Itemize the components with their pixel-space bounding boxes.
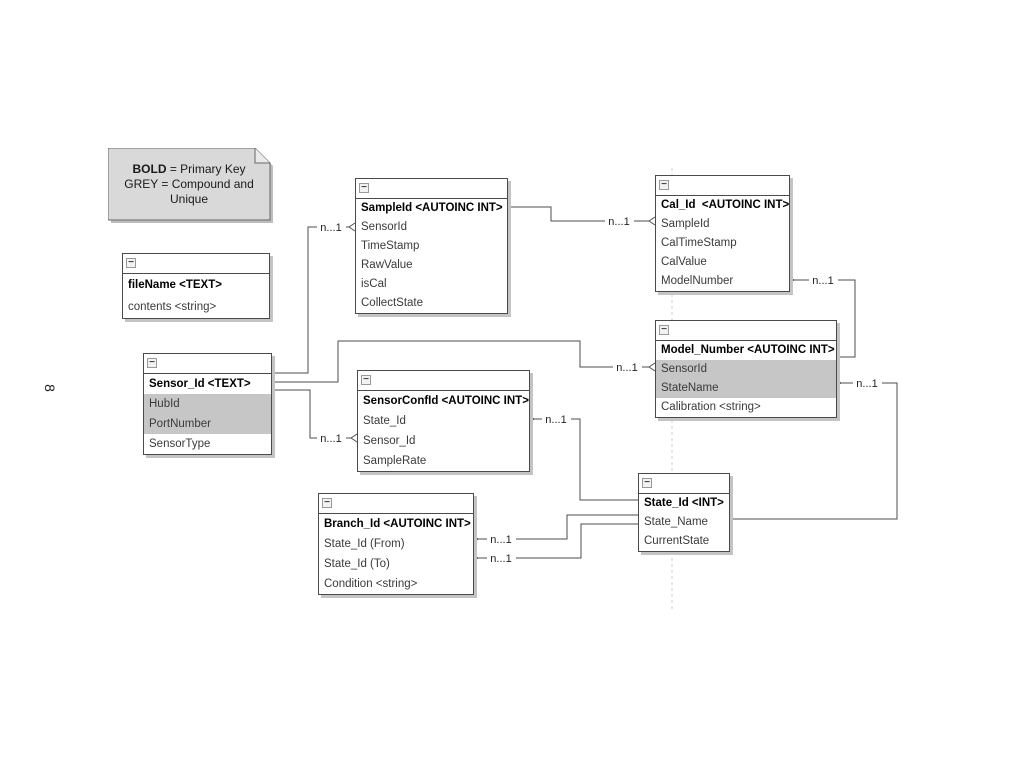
legend-note[interactable]: BOLD = Primary Key GREY = Compound and U…: [107, 147, 274, 224]
connector-calconf-to-state[interactable]: n...1: [728, 376, 898, 520]
field-row[interactable]: CollectState: [361, 297, 424, 309]
arrowhead: [648, 216, 656, 226]
label-bg: [853, 376, 882, 389]
connector-sensor-to-sensorconfig[interactable]: n...1: [270, 389, 358, 445]
table-header[interactable]: − SensorConfigTable: [358, 371, 529, 391]
field-row[interactable]: Sensor_Id <TEXT>: [149, 378, 251, 390]
arrowhead: [350, 433, 358, 443]
field-row[interactable]: SensorId: [656, 360, 836, 379]
field-row[interactable]: StateName: [656, 379, 836, 398]
cardinality-label: n...1: [812, 275, 833, 287]
label-bg: [605, 214, 634, 227]
field-row[interactable]: isCal: [361, 278, 387, 290]
connector-sensor-to-calconf[interactable]: n...1: [270, 340, 656, 383]
collapse-icon[interactable]: −: [359, 183, 369, 193]
field-row[interactable]: SampleId: [661, 218, 710, 230]
legend-line2: GREY = Compound and: [124, 176, 254, 191]
field-row[interactable]: CalValue: [661, 256, 707, 268]
legend-text: BOLD = Primary Key GREY = Compound and U…: [108, 148, 270, 220]
collapse-icon[interactable]: −: [361, 375, 371, 385]
legend-term-bold: BOLD: [132, 161, 167, 176]
connector-sensor-to-sample[interactable]: n...1: [270, 220, 356, 374]
field-row[interactable]: Cal_Id <AUTOINC INT>: [661, 199, 789, 211]
legend-line3: Unique: [169, 191, 209, 206]
field-row[interactable]: SensorType: [149, 438, 211, 450]
table-configfiletable[interactable]: − ConfigFileTable fileName <TEXT> conten…: [122, 253, 270, 319]
cardinality-label: n...1: [608, 216, 629, 228]
field-row[interactable]: SensorId: [361, 221, 408, 233]
table-calibratedsampletable[interactable]: − CalibratedSampleTable Cal_Id <AUTOINC …: [655, 175, 790, 292]
table-calconftable[interactable]: − CalConfTable Model_Number <AUTOINC INT…: [655, 320, 837, 418]
table-sensorconfigtable[interactable]: − SensorConfigTable SensorConfId <AUTOIN…: [357, 370, 530, 472]
label-bg: [542, 412, 571, 425]
cardinality-label: n...1: [616, 362, 637, 374]
field-row[interactable]: CurrentState: [644, 535, 710, 547]
table-sampletable[interactable]: − SampleTable SampleId <AUTOINC INT> Sen…: [355, 178, 508, 314]
arrowhead: [648, 362, 656, 372]
label-bg: [317, 431, 346, 444]
collapse-icon[interactable]: −: [659, 325, 669, 335]
label-bg: [317, 220, 346, 233]
field-row[interactable]: CalTimeStamp: [661, 237, 737, 249]
connector-calibrated-to-calconf[interactable]: n...1: [787, 273, 856, 358]
table-header[interactable]: − SensorTable: [144, 354, 271, 374]
field-row[interactable]: RawValue: [361, 259, 413, 271]
label-bg: [487, 532, 516, 545]
collapse-icon[interactable]: −: [659, 180, 669, 190]
field-row[interactable]: State_Id (To): [324, 558, 390, 570]
field-row[interactable]: State_Id <INT>: [644, 497, 724, 509]
cardinality-label: n...1: [490, 553, 511, 565]
cardinality-label: n...1: [545, 414, 566, 426]
table-sensortable[interactable]: − SensorTable Sensor_Id <TEXT> HubId Por…: [143, 353, 272, 455]
table-header[interactable]: − CalibratedSampleTable: [656, 176, 789, 196]
table-header[interactable]: − ConfigFileTable: [123, 254, 269, 274]
field-row[interactable]: Branch_Id <AUTOINC INT>: [324, 518, 471, 530]
field-row[interactable]: SampleRate: [363, 455, 427, 467]
field-row[interactable]: Calibration <string>: [661, 401, 761, 413]
label-bg: [613, 360, 642, 373]
field-row[interactable]: fileName <TEXT>: [128, 279, 222, 291]
page-number-label: 8: [41, 384, 58, 392]
field-row[interactable]: Sensor_Id: [363, 435, 416, 447]
field-row[interactable]: HubId: [144, 394, 271, 414]
table-header[interactable]: − SampleTable: [356, 179, 507, 199]
field-row[interactable]: TimeStamp: [361, 240, 420, 252]
field-row[interactable]: SensorConfId <AUTOINC INT>: [363, 395, 529, 407]
label-bg: [809, 273, 838, 286]
connector-branch-from-to-state[interactable]: n...1: [471, 514, 638, 546]
field-row[interactable]: PortNumber: [144, 414, 271, 434]
field-row[interactable]: State_Name: [644, 516, 708, 528]
folded-corner-icon: [254, 148, 270, 164]
field-row[interactable]: SampleId <AUTOINC INT>: [361, 202, 503, 214]
table-branchtable[interactable]: − BranchTable Branch_Id <AUTOINC INT> St…: [318, 493, 474, 595]
cardinality-label: n...1: [320, 433, 341, 445]
field-row[interactable]: State_Id (From): [324, 538, 405, 550]
label-bg: [487, 551, 516, 564]
field-row[interactable]: Model_Number <AUTOINC INT>: [661, 344, 835, 356]
field-row[interactable]: ModelNumber: [661, 275, 734, 287]
cardinality-label: n...1: [320, 222, 341, 234]
connector-sample-to-calibrated[interactable]: n...1: [506, 206, 656, 228]
field-row[interactable]: Condition <string>: [324, 578, 418, 590]
collapse-icon[interactable]: −: [642, 478, 652, 488]
collapse-icon[interactable]: −: [147, 358, 157, 368]
collapse-icon[interactable]: −: [322, 498, 332, 508]
table-header[interactable]: − CalConfTable: [656, 321, 836, 341]
arrowhead: [348, 222, 356, 232]
legend-line1-rest: = Primary Key: [166, 161, 246, 176]
table-header[interactable]: − StateTable: [639, 474, 729, 494]
field-row[interactable]: State_Id: [363, 415, 406, 427]
cardinality-label: n...1: [856, 378, 877, 390]
table-header[interactable]: − BranchTable: [319, 494, 473, 514]
cardinality-label: n...1: [490, 534, 511, 546]
collapse-icon[interactable]: −: [126, 258, 136, 268]
table-statetable[interactable]: − StateTable State_Id <INT> State_Name C…: [638, 473, 730, 552]
connector-sensorconfig-to-state[interactable]: n...1: [527, 412, 638, 501]
field-row[interactable]: contents <string>: [128, 301, 217, 313]
note-shape: [107, 147, 273, 223]
